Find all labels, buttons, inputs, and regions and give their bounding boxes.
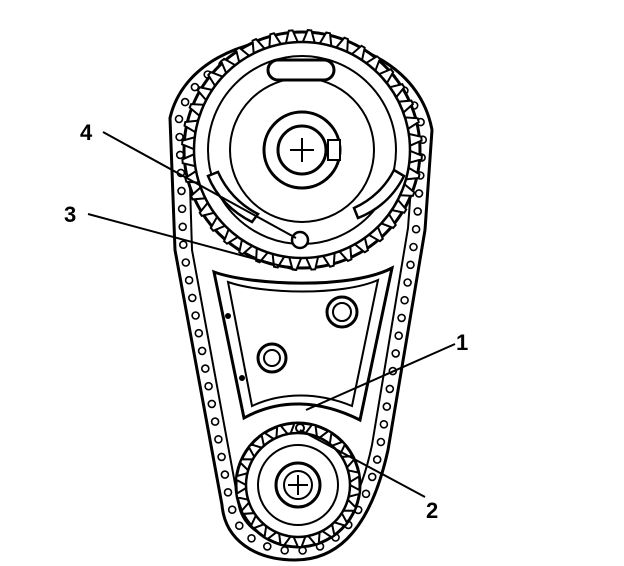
chain-roller: [413, 207, 423, 216]
chain-roller: [181, 258, 191, 267]
callout-1-leader: [305, 343, 456, 411]
chain-roller: [235, 521, 244, 531]
chain-roller: [391, 349, 401, 358]
callout-2-leader: [299, 429, 426, 498]
chain-roller: [190, 82, 200, 92]
chain-roller: [406, 260, 415, 270]
chain-roller: [223, 487, 233, 497]
callout-4-label: 4: [80, 120, 93, 145]
callout-1-label: 1: [456, 330, 468, 355]
crankshaft-sprocket: [234, 421, 362, 549]
chain-roller: [411, 224, 421, 234]
chain-roller: [280, 545, 290, 555]
chain-roller: [188, 293, 197, 303]
chain-guide: [211, 265, 395, 423]
chain-roller: [175, 132, 184, 142]
camshaft-sprocket: [181, 29, 423, 271]
callout-4-leader: [102, 131, 297, 239]
chain-roller: [184, 275, 194, 285]
chain-roller: [217, 452, 226, 462]
chain-roller: [414, 189, 424, 198]
chain-roller: [400, 295, 409, 305]
chain-roller: [180, 97, 190, 107]
camshaft-timing-mark-hole: [290, 230, 310, 250]
callout-3-label: 3: [64, 202, 76, 227]
chain-roller: [191, 311, 200, 320]
chain-roller: [247, 533, 256, 543]
chain-roller: [361, 489, 371, 499]
chain-roller: [220, 470, 230, 479]
chain-roller: [194, 328, 204, 338]
chain-roller: [207, 399, 217, 409]
chain-roller: [385, 384, 395, 394]
chain-roller: [379, 419, 389, 429]
chain-roller: [367, 472, 377, 482]
chain-roller: [394, 331, 404, 341]
chain-roller: [262, 542, 272, 551]
callout-2-label: 2: [426, 498, 438, 523]
chain-roller: [372, 455, 382, 464]
chain-roller: [174, 114, 184, 124]
chain-roller: [409, 242, 418, 252]
chain-roller: [197, 346, 207, 356]
chain-roller: [214, 434, 223, 444]
chain-roller: [179, 240, 188, 249]
chain-roller: [376, 437, 386, 447]
chain-roller: [227, 505, 237, 515]
chain-roller: [204, 381, 213, 391]
chain-roller: [178, 222, 187, 232]
chain-roller: [397, 313, 406, 323]
chain-roller: [403, 278, 412, 287]
chain-roller: [210, 417, 220, 426]
chain-roller: [382, 402, 392, 411]
chain-roller: [177, 204, 187, 214]
chain-roller: [177, 186, 186, 196]
callout-3-leader: [87, 213, 297, 271]
chain-roller: [201, 364, 210, 373]
